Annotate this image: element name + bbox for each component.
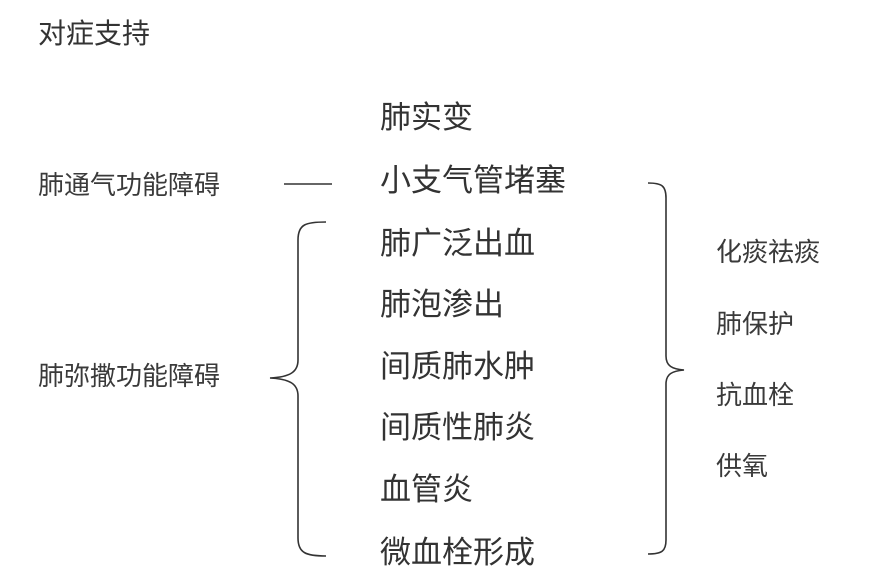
left-brace xyxy=(269,221,327,557)
condition-item: 间质性肺炎 xyxy=(380,410,535,446)
treatment-item: 供氧 xyxy=(716,452,769,482)
diagram-title: 对症支持 xyxy=(38,17,151,50)
treatment-item: 肺保护 xyxy=(716,310,795,340)
condition-item: 肺泡渗出 xyxy=(380,287,504,323)
right-brace xyxy=(647,182,685,555)
treatment-item: 化痰祛痰 xyxy=(716,238,821,268)
treatment-item: 抗血栓 xyxy=(716,381,795,411)
condition-item: 小支气管堵塞 xyxy=(380,163,566,199)
condition-item: 微血栓形成 xyxy=(380,535,535,571)
category-diffusion: 肺弥撒功能障碍 xyxy=(38,362,221,392)
condition-item: 肺广泛出血 xyxy=(380,226,535,262)
condition-item: 间质肺水肿 xyxy=(380,349,535,385)
condition-item: 肺实变 xyxy=(380,100,473,136)
category-ventilation: 肺通气功能障碍 xyxy=(38,171,221,201)
condition-item: 血管炎 xyxy=(380,472,473,508)
